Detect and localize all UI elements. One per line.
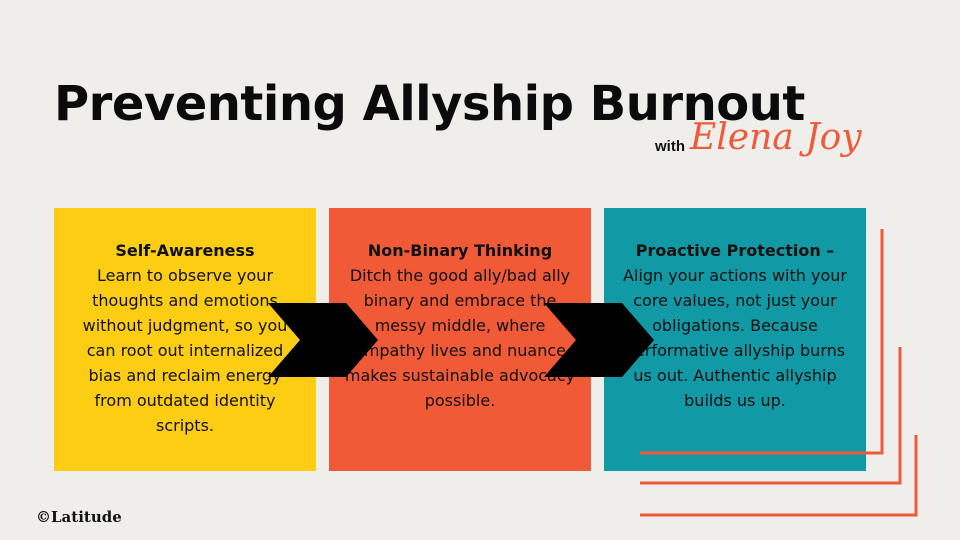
card-body: Learn to observe your thoughts and emoti…	[82, 266, 288, 435]
card-body: Ditch the good ally/bad ally binary and …	[344, 266, 576, 410]
card-heading: Proactive Protection –	[635, 241, 835, 260]
latitude-logo: ©Latitude	[36, 508, 122, 526]
author-signature: Elena Joy	[690, 117, 862, 158]
card-self-awareness: Self-Awareness Learn to observe your tho…	[54, 208, 316, 471]
card-heading: Non-Binary Thinking	[367, 241, 553, 260]
card-body: Align your actions with your core values…	[623, 266, 847, 410]
card-non-binary-thinking: Non-Binary Thinking Ditch the good ally/…	[329, 208, 591, 471]
decorative-corner-lines	[640, 229, 918, 517]
chevron-right-icon	[268, 303, 378, 377]
card-heading: Self-Awareness	[115, 241, 255, 260]
with-label: with	[655, 138, 685, 155]
chevron-right-icon	[544, 303, 654, 377]
page-title: Preventing Allyship Burnout	[54, 76, 805, 132]
